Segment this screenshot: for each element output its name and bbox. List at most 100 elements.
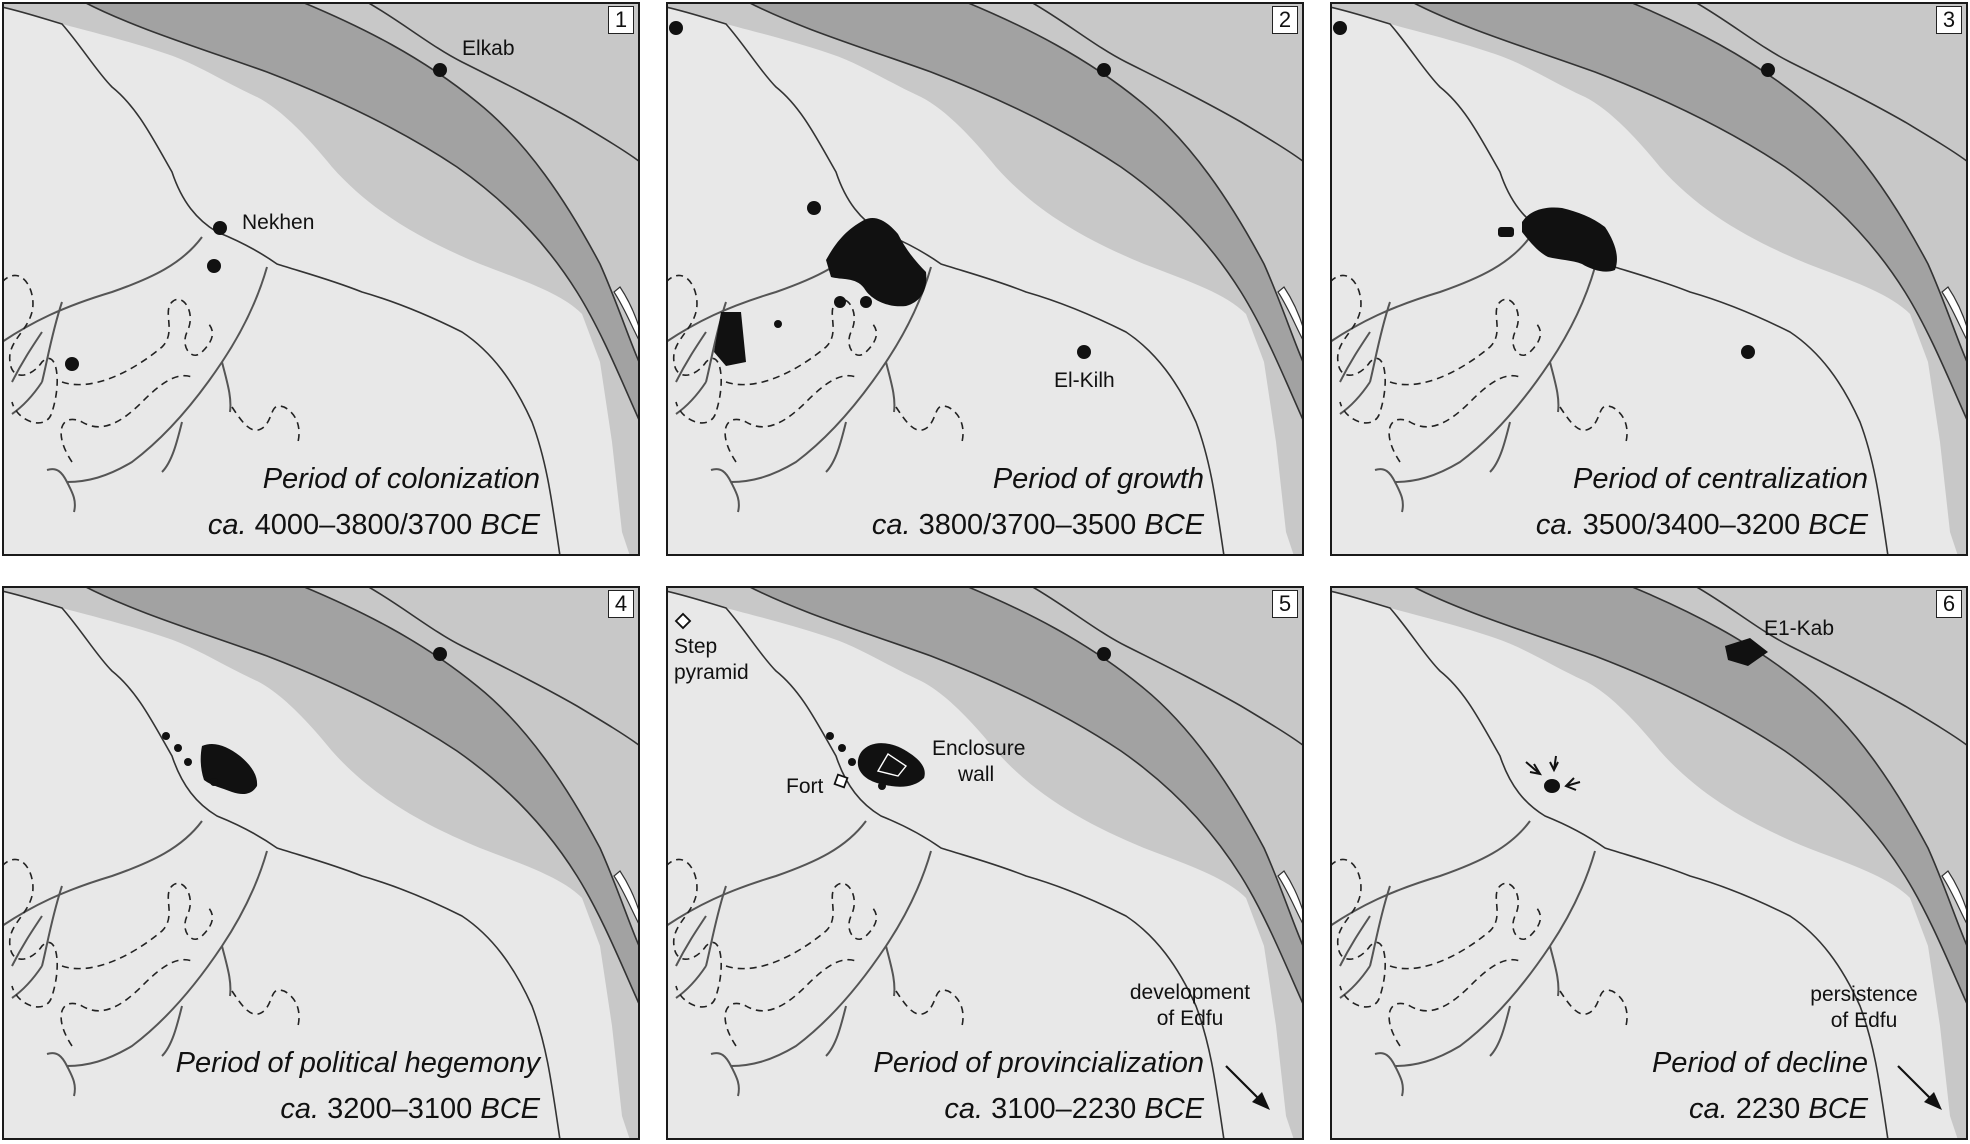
caption-range: 4000–3800/3700 [254,509,473,541]
site-dot [669,21,683,35]
caption-date: ca. 3500/3400–3200 BCE [1536,506,1868,544]
step-pyramid-marker [674,612,692,630]
enclosure-wall [876,753,908,777]
site-elkab [433,63,447,77]
settlement-nekhen-area [200,744,258,794]
label-nekhen: Nekhen [242,211,315,234]
caption-era: BCE [480,1093,540,1125]
site-dot [1741,345,1755,359]
site-dot [860,296,872,308]
label-development-edfu: of Edfu [1156,1007,1224,1030]
site-nekhen [213,221,227,235]
label-elkab: E1-Kab [1764,617,1835,640]
edfu-arrowhead [1252,1092,1270,1110]
settlement-west [714,312,746,366]
caption-date: ca. 3100–2230 BCE [944,1090,1204,1128]
site-dot [774,320,782,328]
label-fort: Fort [786,775,824,798]
caption-ca: ca. [280,1093,320,1125]
label-elkab: Elkab [462,37,515,60]
site-dot [826,732,834,740]
map-panel-3 [1330,2,1968,556]
site-dot [207,259,221,273]
panel-6: E1-Kab persistence of Edfu 6 Period of d… [1330,586,1968,1140]
settlement-nekhen-remnant [1544,779,1560,793]
panel-4: 4 Period of political hegemony ca. 3200–… [2,586,640,1140]
label-persistence-edfu: of Edfu [1830,1009,1898,1032]
site-dot [65,357,79,371]
site-dot [834,296,846,308]
caption-title: Period of political hegemony [175,1047,540,1079]
decline-arrow [1525,761,1543,776]
fort-marker [833,773,849,789]
caption-range: 3200–3100 [327,1093,473,1125]
site-elkab [1761,63,1775,77]
panel-2: El-Kilh 2 Period of growth ca. 3800/3700… [666,2,1304,556]
caption-era: BCE [1808,509,1868,541]
caption-title: Period of centralization [1573,463,1868,495]
settlement-nekhen-area [826,217,927,307]
caption-ca: ca. [1535,509,1575,541]
caption-ca: ca. [944,1093,984,1125]
site-dot [1333,21,1347,35]
caption-range: 2230 [1735,1093,1801,1125]
site-dot [162,732,170,740]
panel-5: Step pyramid Fort Enclosure wall develop… [666,586,1304,1140]
panel-3: 3 Period of centralization ca. 3500/3400… [1330,2,1968,556]
caption-title: Period of growth [992,463,1204,495]
site-elkilh [1077,345,1091,359]
map-panel-6 [1330,586,1968,1140]
caption-ca: ca. [871,509,911,541]
settlement-nekhen-area [1522,207,1617,272]
caption-title: Period of colonization [262,463,540,495]
decline-arrow [1564,777,1581,791]
settlement-elkab [1725,638,1768,666]
map-panel-2 [666,2,1304,556]
site-dot [848,758,856,766]
caption-date: ca. 3200–3100 BCE [280,1090,540,1128]
panel-1: Elkab Nekhen 1 Period of colonization ca… [2,2,640,556]
caption-ca: ca. [1689,1093,1728,1125]
map-panel-1 [2,2,640,556]
enclosure-area [857,743,925,787]
site-elkab [433,647,447,661]
site-dot [838,744,846,752]
caption-range: 3100–2230 [991,1093,1137,1125]
panel-number: 4 [608,590,634,618]
caption-era: BCE [1144,1093,1204,1125]
label-step-pyramid: pyramid [674,661,749,684]
label-development-edfu: development [1129,981,1251,1004]
map-panel-4 [2,586,640,1140]
site-elkab [1097,63,1111,77]
panel-number: 3 [1936,6,1962,34]
caption-date: ca. 4000–3800/3700 BCE [208,506,540,544]
label-step-pyramid: Step [674,635,718,658]
caption-era: BCE [480,509,540,541]
caption-range: 3800/3700–3500 [918,509,1137,541]
caption-title: Period of decline [1651,1047,1868,1079]
site-dot [210,778,218,786]
caption-date: ca. 3800/3700–3500 BCE [872,506,1204,544]
site-dot [174,744,182,752]
caption-date: ca. 2230 BCE [1689,1090,1868,1128]
site-elkab [1097,647,1111,661]
caption-era: BCE [1808,1093,1868,1125]
panel-number: 5 [1272,590,1298,618]
panel-number: 2 [1272,6,1298,34]
caption-title: Period of provincialization [873,1047,1204,1079]
caption-range: 3500/3400–3200 [1582,509,1801,541]
caption-ca: ca. [207,509,247,541]
panel-number: 6 [1936,590,1962,618]
caption-era: BCE [1144,509,1204,541]
site-dot [807,201,821,215]
site-dot [184,758,192,766]
label-enclosure-wall: wall [958,763,995,786]
label-elkilh: El-Kilh [1054,369,1115,392]
site-dot [878,782,886,790]
decline-arrow [1549,755,1559,773]
label-persistence-edfu: persistence [1810,983,1918,1006]
label-enclosure-wall: Enclosure [932,737,1026,760]
edfu-arrowhead [1924,1092,1942,1110]
settlement-small [1498,227,1514,237]
map-panel-5 [666,586,1304,1140]
